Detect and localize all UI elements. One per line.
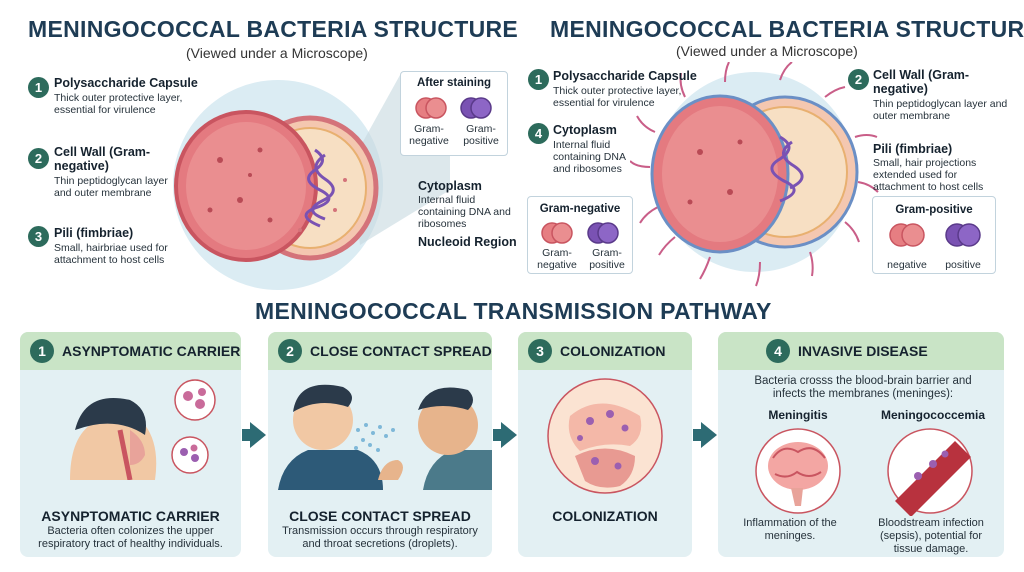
arrow-3-stem [693,429,701,441]
left-title: MENINGOCOCCAL BACTERIA STRUCTURE [28,16,519,42]
right-label-4-desc: Internal fluid containing DNA and riboso… [553,139,626,175]
meningitis-title: Meningitis [768,408,828,422]
gram-negative-cells-icon [541,222,619,244]
panel-1-number: 1 [30,339,54,363]
meningitis-desc: Inflammation of the meninges. [743,517,837,542]
right-neg-card-neg: Gram-negative [537,247,577,271]
panel-2-caption: CLOSE CONTACT SPREAD [289,508,471,524]
arrow-2-stem [493,429,501,441]
panel-1-caption: ASYNPTOMATIC CARRIER [41,508,220,524]
panel-4-header: 4 INVASIVE DISEASE [718,332,1004,370]
right-neg-card-title: Gram-negative [539,203,621,215]
left-subtitle: (Viewed under a Microscope) [186,45,368,61]
contact-spread-illustration [278,384,492,490]
panel-asymptomatic-carrier: 1 ASYNPTOMATIC CARRIER ASYNPTOMATIC CARR… [20,332,241,557]
right-subtitle: (Viewed under a Microscope) [676,43,858,59]
left-label-1-number: 1 [28,77,49,98]
right-label-2-number: 2 [848,69,869,90]
colonization-nasal-illustration [547,378,663,494]
meningococcemia-desc: Bloodstream infection (sepsis), potentia… [878,517,984,555]
right-label-1-title: Polysaccharide Capsule [553,69,697,83]
left-bacterium-illustration [173,75,450,290]
panel-1-header: 1 ASYNPTOMATIC CARRIER [20,332,241,370]
left-staining-neg: Gram-negative [409,123,449,147]
panel-3-number: 3 [528,339,552,363]
panel-4-heading: INVASIVE DISEASE [798,343,928,359]
right-label-2-desc: Thin peptidoglycan layer and outer membr… [873,98,1008,122]
right-label-1-number: 1 [528,69,549,90]
panel-4-intro: Bacteria crosss the blood-brain barrier … [754,375,972,400]
arrow-2-icon [501,422,517,448]
right-label-1-desc: Thick outer protective layer, essential … [553,85,682,109]
panel-invasive-disease: 4 INVASIVE DISEASE Bacteria crosss the b… [718,332,1004,557]
right-pos-card-neg: negative [887,259,927,271]
right-neg-card-pos: Gram-positive [589,247,625,271]
left-label-3-title: Pili (fimbriae) [54,226,134,240]
left-staining-pos: Gram-positive [463,123,499,147]
left-cytoplasm-title: Cytoplasm [418,179,482,193]
right-bacterium-illustration [630,62,879,287]
left-label-3-desc: Small, hairbriae used for attachment to … [54,242,168,266]
left-staining-card: After staining Gram-negative Gram-positi… [400,71,508,156]
left-staining-title: After staining [416,77,492,89]
right-pos-card-title: Gram-positive [895,204,973,216]
panel-colonization: 3 COLONIZATION COLONIZATION [518,332,692,557]
panel-3-heading: COLONIZATION [560,343,666,359]
arrow-1-stem [242,429,250,441]
gram-positive-cells-icon [889,223,981,247]
invasive-disease-illustration [755,428,973,516]
panel-3-header: 3 COLONIZATION [518,332,692,370]
transmission-title: MENINGOCOCCAL TRANSMISSION PATHWAY [255,298,772,324]
arrow-3-icon [701,422,717,448]
panel-close-contact-spread: 2 CLOSE CONTACT SPREAD CLOSE CONTACT SPR… [268,332,492,557]
panel-2-desc: Transmission occurs through respiratory … [282,525,478,550]
left-label-1-desc: Thick outer protective layer, essential … [54,92,183,116]
arrow-1-icon [250,422,266,448]
left-nucleoid-label: Nucleoid Region [418,235,517,249]
panel-3-caption: COLONIZATION [552,508,658,524]
meningococcemia-title: Meningococcemia [880,408,986,422]
right-gram-positive-card: Gram-positive negative positive [872,196,996,274]
left-label-2-title: Cell Wall (Gram-negative) [54,145,151,173]
right-title: MENINGOCOCCAL BACTERIA STRUCTURE [550,16,1024,42]
left-label-1-title: Polysaccharide Capsule [54,76,198,90]
panel-4-number: 4 [766,339,790,363]
right-pili-desc: Small, hair projections extended used fo… [873,157,984,193]
panel-1-heading: ASYNPTOMATIC CARRIER [62,343,241,359]
right-label-4-number: 4 [528,123,549,144]
right-label-2-title: Cell Wall (Gram-negative) [873,68,970,96]
panel-2-number: 2 [278,339,302,363]
right-pili-title: Pili (fimbriae) [873,142,953,156]
left-cytoplasm-desc: Internal fluid containing DNA and riboso… [418,194,511,230]
right-pos-card-pos: positive [945,259,981,271]
right-label-4-title: Cytoplasm [553,123,617,137]
panel-1-desc: Bacteria often colonizes the upper respi… [38,525,223,550]
left-label-3-number: 3 [28,226,49,247]
left-label-2-number: 2 [28,148,49,169]
carrier-illustration [70,379,216,480]
right-gram-negative-card: Gram-negative Gram-negative Gram-positiv… [527,196,633,274]
left-label-2-desc: Thin peptidoglycan layer and outer membr… [54,175,168,199]
panel-2-heading: CLOSE CONTACT SPREAD [310,343,492,359]
staining-cells-icon [415,97,492,119]
panel-2-header: 2 CLOSE CONTACT SPREAD [268,332,492,370]
